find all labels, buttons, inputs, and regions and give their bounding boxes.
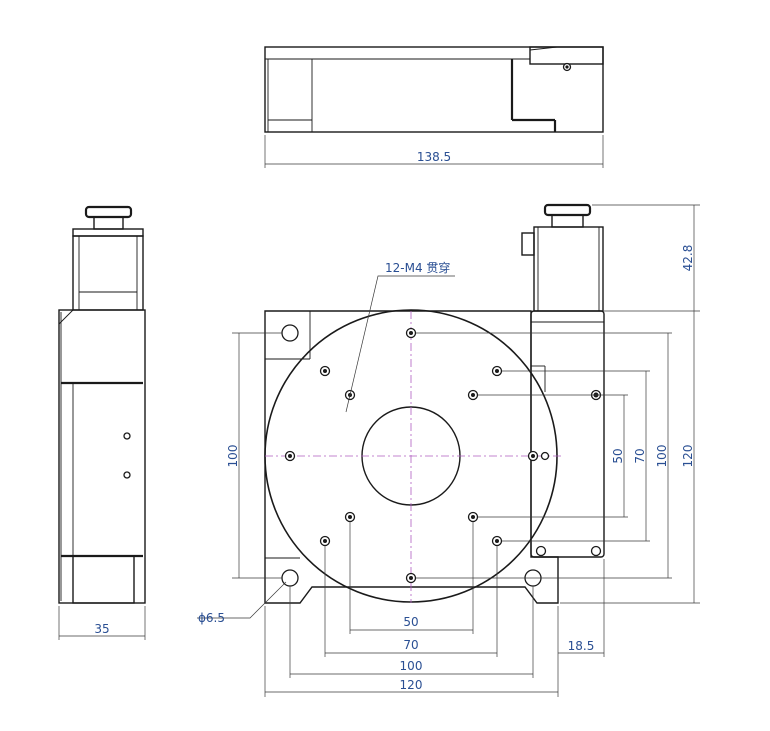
dim-vertical-50: 50 — [478, 394, 628, 518]
svg-text:100: 100 — [226, 445, 240, 468]
dim-motor-height: 42.8 — [592, 204, 700, 311]
hole-callout-label: 12-M4 贯穿 — [385, 260, 450, 275]
top-view — [264, 46, 604, 133]
svg-text:70: 70 — [403, 638, 418, 652]
svg-text:100: 100 — [655, 445, 669, 468]
dim-horizontal-70: 70 — [324, 546, 498, 657]
side-width-label: 35 — [94, 622, 109, 636]
dim-vertical-100-left: 100 — [226, 332, 282, 579]
dim-vertical-120: 120 — [560, 310, 700, 604]
front-view — [264, 203, 605, 604]
svg-text:100: 100 — [400, 659, 423, 673]
dim-horizontal-100: 100 — [289, 586, 534, 678]
svg-text:120: 120 — [681, 445, 695, 468]
hole-callout: 12-M4 贯穿 — [345, 260, 455, 413]
diameter-label: ϕ6.5 — [198, 611, 225, 625]
svg-text:18.5: 18.5 — [568, 639, 595, 653]
dim-horizontal-50: 50 — [349, 522, 474, 634]
svg-text:70: 70 — [633, 448, 647, 463]
m4-holes — [284, 327, 550, 584]
diameter-callout: ϕ6.5 — [197, 581, 287, 625]
top-length-dimension: 138.5 — [264, 135, 604, 168]
svg-text:42.8: 42.8 — [681, 245, 695, 272]
dim-offset-18-5: 18.5 — [558, 559, 605, 657]
dim-horizontal-120: 120 — [264, 606, 559, 697]
dim-vertical-70: 70 — [502, 370, 650, 542]
side-width-dimension: 35 — [58, 606, 146, 640]
side-view — [58, 205, 146, 604]
svg-text:50: 50 — [611, 448, 625, 463]
svg-text:120: 120 — [400, 678, 423, 692]
top-length-label: 138.5 — [417, 150, 451, 164]
svg-text:50: 50 — [403, 615, 418, 629]
dim-vertical-100-right: 100 — [416, 332, 672, 579]
